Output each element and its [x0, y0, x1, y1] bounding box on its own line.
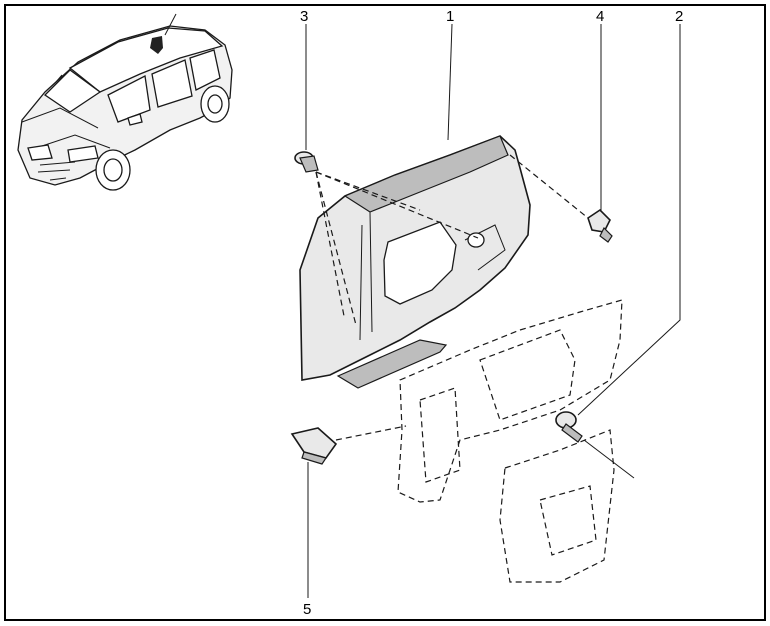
callout-1: 1 [446, 8, 454, 25]
part-3-clip [294, 151, 319, 173]
part-2-screw [555, 411, 635, 479]
part-4-fastener [587, 208, 613, 243]
callout-leaders [305, 23, 681, 598]
part-1-trim-panel [299, 135, 531, 389]
callout-2: 2 [675, 8, 683, 25]
assembly-guide-lines [315, 154, 589, 441]
vehicle-location-illustration [17, 13, 233, 191]
callout-5: 5 [303, 601, 311, 618]
body-structure-dashed-outline [397, 299, 623, 583]
callout-3: 3 [300, 8, 308, 25]
callout-4: 4 [596, 8, 604, 25]
diagram-border [4, 4, 766, 621]
part-5-clip [290, 427, 338, 465]
